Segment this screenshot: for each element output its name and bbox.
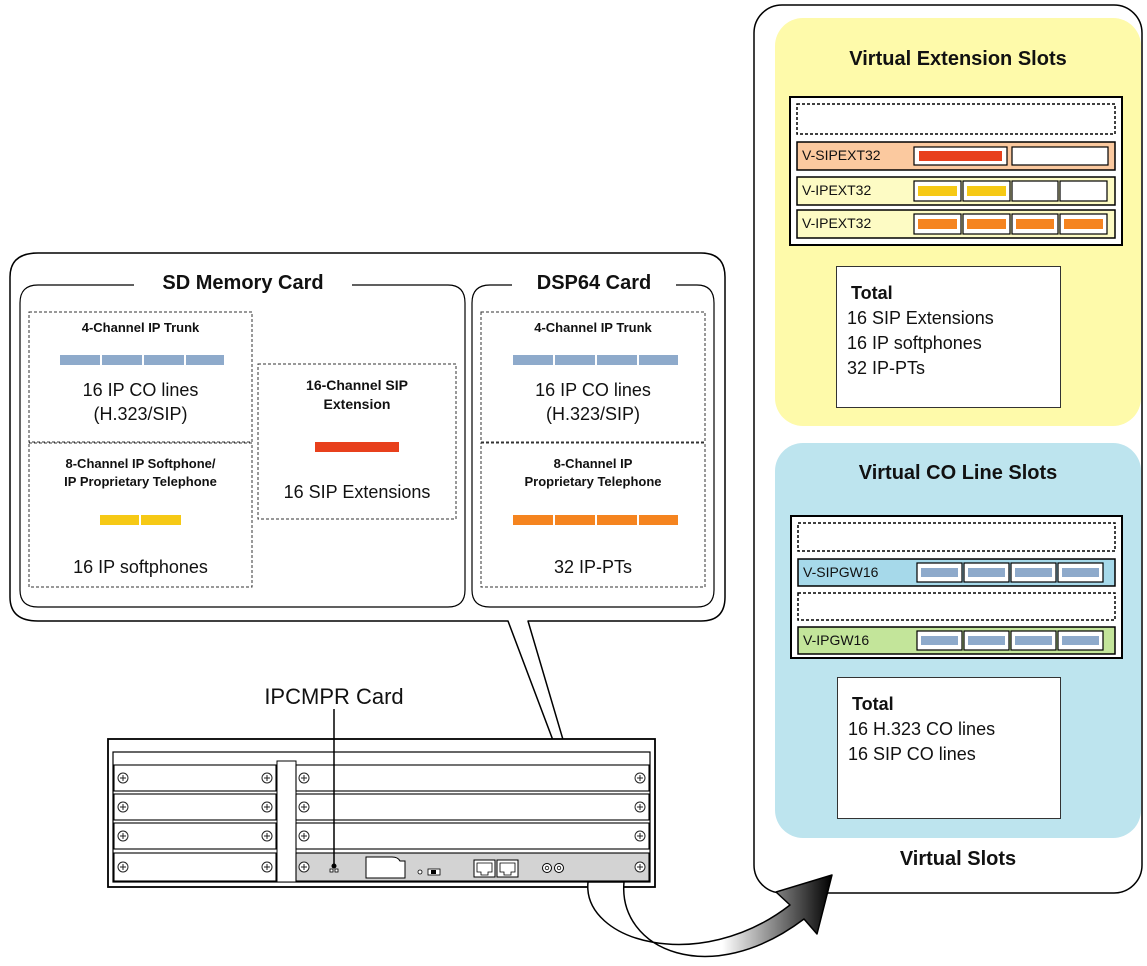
sd-softphone-title-1: 8-Channel IP Softphone/: [65, 456, 216, 471]
dsp-pt-title-2: Proprietary Telephone: [524, 474, 662, 489]
left-slot-stack: [113, 764, 277, 882]
sd-trunk-box: [28, 311, 253, 443]
extension-total-title: Total: [851, 283, 893, 303]
sd-trunk-title: 4-Channel IP Trunk: [81, 320, 200, 335]
virtual-slots-title: Virtual Slots: [899, 848, 1017, 870]
co-total-box: Total 16 H.323 CO lines 16 SIP CO lines: [837, 677, 1061, 819]
empty-co-slot-1: [797, 522, 1116, 552]
slot-label-v-ipext32-2: V-IPEXT32: [802, 215, 872, 231]
transfer-arrow: [587, 874, 833, 958]
sd-sip-title-2: Extension: [323, 396, 391, 412]
dsp-trunk-box: [480, 311, 706, 443]
sd-card-bracket: [19, 284, 466, 608]
sd-trunk-protocols: (H.323/SIP): [93, 404, 188, 424]
softphone-block-1: [918, 186, 957, 196]
slot-label-v-sipgw16: V-SIPGW16: [803, 564, 879, 580]
sd-sip-box: [257, 363, 457, 520]
dsp-trunk-protocols: (H.323/SIP): [545, 404, 641, 424]
right-slot-stack: [295, 764, 650, 850]
co-total-sip: 16 SIP CO lines: [848, 744, 976, 764]
ipcmpr-card-faceplate: [295, 852, 650, 882]
dsp-pt-count: 32 IP-PTs: [553, 557, 633, 577]
softphone-block-2: [967, 186, 1006, 196]
dsp-pt-box: [480, 442, 706, 588]
pt-block-2: [967, 219, 1006, 229]
sd-softphone-count: 16 IP softphones: [73, 557, 208, 577]
sd-softphone-channels: [100, 515, 181, 525]
lan-port-2: [496, 859, 519, 878]
slot-label-v-ipgw16: V-IPGW16: [803, 632, 870, 648]
dsp-pt-channels: [513, 515, 678, 525]
dsp-trunk-title: 4-Channel IP Trunk: [534, 320, 652, 335]
extension-total-sip: 16 SIP Extensions: [847, 308, 994, 328]
ipcmpr-card-label: IPCMPR Card: [264, 684, 404, 709]
co-total-h323: 16 H.323 CO lines: [848, 719, 996, 739]
dsp-card-title: DSP64 Card: [514, 272, 674, 295]
slot-label-v-sipext32: V-SIPEXT32: [802, 147, 881, 163]
virtual-extension-title: Virtual Extension Slots: [849, 48, 1067, 70]
sd-softphone-title-2: IP Proprietary Telephone: [64, 474, 217, 489]
empty-co-slot-2: [797, 592, 1116, 621]
lan-port-1: [473, 859, 496, 878]
sd-softphone-box: [28, 442, 253, 588]
sd-sip-channel: [315, 442, 399, 452]
extension-total-softphones: 16 IP softphones: [847, 333, 982, 353]
sd-trunk-lines: 16 IP CO lines: [82, 380, 199, 400]
dsp-card-bracket: [471, 284, 715, 608]
sd-sip-title-1: 16-Channel SIP: [306, 377, 408, 393]
pt-block-4: [1064, 219, 1103, 229]
sd-sip-count: 16 SIP Extensions: [283, 482, 431, 502]
empty-extension-slot: [796, 103, 1116, 135]
dsp-pt-title-1: 8-Channel IP: [553, 456, 633, 471]
dsp-trunk-lines: 16 IP CO lines: [535, 380, 651, 400]
co-total-title: Total: [852, 694, 894, 714]
virtual-co-title: Virtual CO Line Slots: [858, 462, 1058, 484]
pt-block-1: [918, 219, 957, 229]
extension-total-ippts: 32 IP-PTs: [847, 358, 926, 378]
sd-trunk-channels: [60, 355, 224, 365]
slot-label-v-ipext32-1: V-IPEXT32: [802, 182, 872, 198]
extension-total-box: Total 16 SIP Extensions 16 IP softphones…: [836, 266, 1061, 408]
sip-channel-block: [919, 151, 1002, 161]
sd-card-title: SD Memory Card: [136, 272, 350, 295]
pt-block-3: [1016, 219, 1054, 229]
dsp-trunk-channels: [513, 355, 678, 365]
